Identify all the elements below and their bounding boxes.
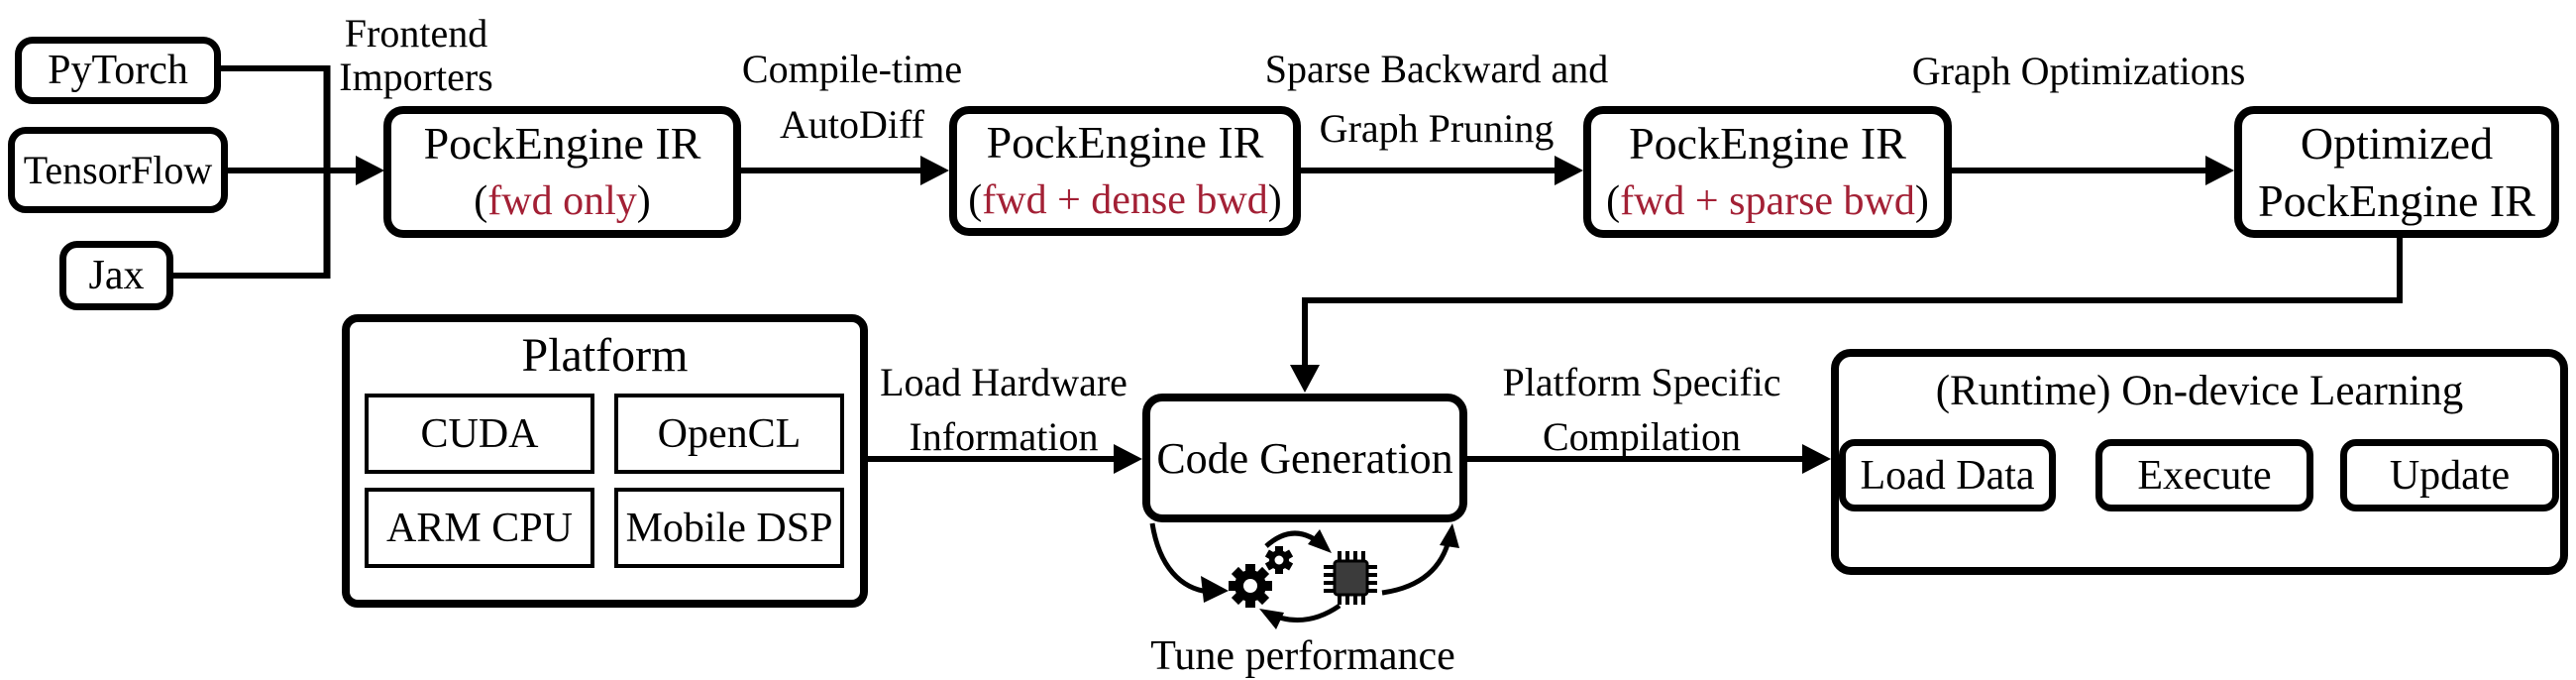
ir-box-fwd-only: PockEngine IR (fwd only)	[383, 106, 741, 238]
label-platform-specific: Platform Specific Compilation	[1502, 360, 1781, 459]
chip-icon	[1324, 551, 1377, 605]
ir-detail: (fwd + dense bwd)	[968, 171, 1281, 229]
gears-icon	[1229, 546, 1294, 608]
frontend-label-jax: Jax	[88, 253, 145, 298]
frontend-label-tensorflow: TensorFlow	[23, 148, 213, 192]
optimized-ir-line1: Optimized	[2300, 117, 2494, 169]
optimized-ir-line2: PockEngine IR	[2258, 174, 2535, 226]
arrowhead-into-codegen-left	[1114, 444, 1142, 474]
arrowhead-into-ir3	[1555, 156, 1583, 185]
ir-box-sparse-bwd: PockEngine IR (fwd + sparse bwd)	[1583, 106, 1952, 238]
label-compile-time-autodiff: Compile-time AutoDiff	[741, 47, 963, 147]
frontend-label-pytorch: PyTorch	[48, 48, 188, 93]
ir-title: PockEngine IR	[986, 116, 1264, 168]
label-graph-optimizations: Graph Optimizations	[1911, 49, 2246, 93]
frontend-box-jax: Jax	[59, 241, 173, 310]
paren-open: (	[1606, 177, 1621, 224]
platform-item-mobile-dsp: Mobile DSP	[614, 488, 844, 568]
arrowhead-into-runtime	[1802, 444, 1831, 474]
ir-detail-red: fwd + dense bwd	[982, 176, 1268, 223]
platform-title: Platform	[521, 329, 689, 382]
label-load-hardware: Load Hardware Information	[880, 360, 1127, 459]
arrowhead-into-ir4	[2205, 156, 2234, 185]
arrowhead-into-codegen-top	[1290, 365, 1320, 393]
label-tune-performance: Tune performance	[1150, 633, 1455, 679]
runtime-step-load-data: Load Data	[1839, 439, 2056, 511]
code-generation-box: Code Generation	[1142, 394, 1467, 522]
ir-detail-red: fwd only	[487, 177, 637, 224]
ir-box-dense-bwd: PockEngine IR (fwd + dense bwd)	[949, 106, 1301, 236]
runtime-step-update: Update	[2340, 439, 2559, 511]
frontend-box-tensorflow: TensorFlow	[8, 127, 228, 213]
ir-detail-red: fwd + sparse bwd	[1620, 177, 1915, 224]
ir-detail: (fwd + sparse bwd)	[1606, 172, 1929, 230]
platform-item-arm-cpu: ARM CPU	[365, 488, 594, 568]
paren-close: )	[1267, 176, 1282, 223]
runtime-step-execute: Execute	[2095, 439, 2313, 511]
ir-detail: (fwd only)	[474, 172, 651, 230]
optimized-ir-box: Optimized PockEngine IR	[2234, 106, 2559, 238]
paren-close: )	[636, 177, 651, 224]
optimized-ir-to-codegen-line	[1302, 238, 2403, 368]
frontend-box-pytorch: PyTorch	[15, 37, 221, 104]
platform-item-cuda: CUDA	[365, 394, 594, 474]
paren-close: )	[1914, 177, 1929, 224]
paren-open: (	[474, 177, 488, 224]
label-frontend-importers: Frontend Importers	[339, 11, 493, 99]
runtime-title: (Runtime) On-device Learning	[1935, 368, 2464, 414]
frontend-merge-lines	[173, 65, 359, 279]
ir-title: PockEngine IR	[1629, 117, 1906, 169]
arrowhead-into-ir1	[356, 156, 384, 185]
arrowhead-into-ir2	[920, 156, 949, 185]
platform-item-opencl: OpenCL	[614, 394, 844, 474]
label-sparse-backward-pruning: Sparse Backward and Graph Pruning	[1264, 47, 1609, 151]
ir-title: PockEngine IR	[423, 117, 701, 169]
tune-loop	[1149, 522, 1459, 629]
paren-open: (	[968, 176, 983, 223]
